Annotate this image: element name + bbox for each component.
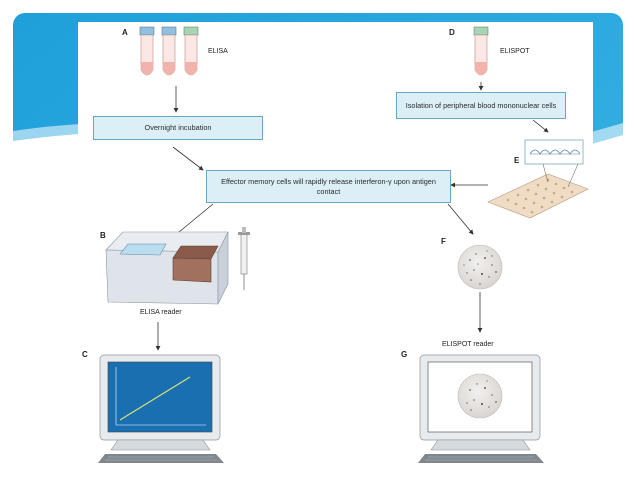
microplate: [487, 139, 589, 219]
panel-letter-b: B: [100, 231, 106, 240]
isolation-pbmc-box: Isolation of peripheral blood mononuclea…: [396, 92, 566, 119]
panel-letter-a: A: [122, 28, 128, 37]
elisa-tubes: [139, 26, 199, 76]
elispot-label: ELISPOT: [500, 48, 530, 55]
overnight-incubation-box: Overnight incubation: [93, 116, 263, 140]
elispot-tube: [473, 26, 489, 76]
elisa-reader-machine: [105, 227, 250, 305]
monitor-elisa: [98, 354, 224, 463]
panel-letter-d: D: [449, 28, 455, 37]
elisa-reader-label: ELISA reader: [140, 309, 182, 316]
panel-letter-f: F: [441, 237, 446, 246]
panel-letter-g: G: [401, 350, 408, 359]
effector-memory-box: Effector memory cells will rapidly relea…: [206, 170, 451, 203]
elispot-well-dish: [457, 244, 503, 290]
figure-panel: A ELISA D ELISPOT E B ELISA reader F ELI…: [78, 22, 593, 472]
diagram-graphics: [98, 26, 589, 463]
elisa-label: ELISA: [208, 48, 228, 55]
panel-letter-e: E: [514, 156, 520, 165]
panel-letter-c: C: [82, 350, 88, 359]
elispot-reader-label: ELISPOT reader: [442, 341, 494, 348]
monitor-elispot: [418, 354, 544, 463]
